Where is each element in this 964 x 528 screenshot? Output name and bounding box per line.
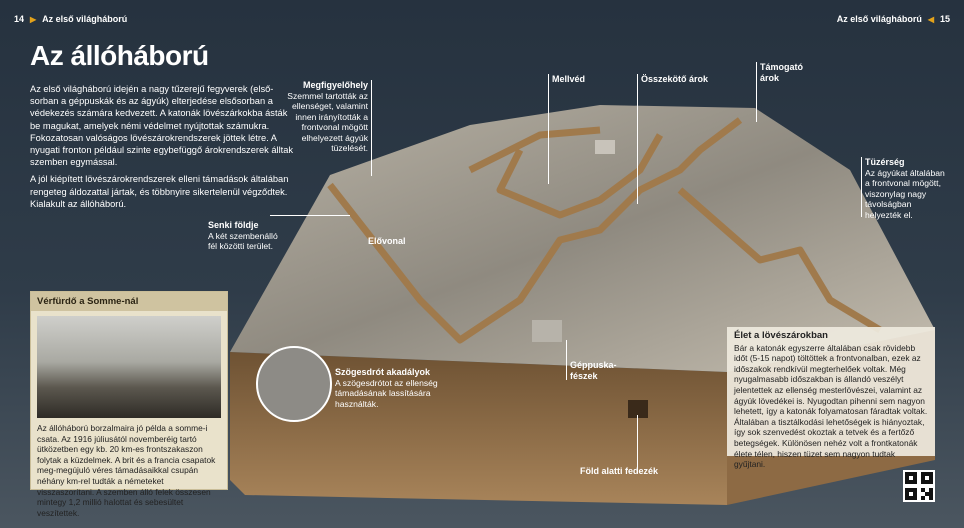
- communication-trench: [496, 133, 664, 219]
- label-title: Összekötő árok: [641, 74, 709, 84]
- chapter-title-left: Az első világháború: [42, 14, 128, 24]
- label-title: Szögesdrót akadályok: [335, 367, 431, 377]
- page-header-left: 14 ▶ Az első világháború: [14, 14, 127, 24]
- qr-code-icon: [905, 472, 933, 500]
- label-geppuska: Géppuska-fészek: [570, 360, 620, 381]
- label-title: Tüzérség: [865, 157, 905, 167]
- triangle-left-icon: ◀: [927, 14, 934, 24]
- label-szogesdrot: Szögesdrót akadályok A szögesdrótot az e…: [335, 367, 455, 409]
- label-fedezek: Föld alatti fedezék: [580, 466, 658, 477]
- label-senki-foldje: Senki földje A két szembenálló fél közöt…: [208, 220, 283, 252]
- support-trench: [677, 187, 882, 334]
- somme-photo: [37, 316, 221, 418]
- underground-bunker: [628, 400, 648, 418]
- label-text: A két szembenálló fél közötti terület.: [208, 230, 278, 252]
- label-osszekoto: Összekötő árok: [641, 74, 708, 85]
- label-title: Elővonal: [368, 236, 406, 246]
- trench-life-box: Élet a lövészárokban Bár a katonák egysz…: [727, 327, 935, 469]
- machine-gun-nest: [532, 320, 562, 342]
- somme-box: Vérfürdő a Somme-nál Az állóháború borza…: [30, 291, 228, 518]
- trench-life-text: Bár a katonák egyszerre általában csak r…: [734, 342, 928, 470]
- label-megfigyelohely: Megfigyelőhely Szemmel tartották az elle…: [285, 80, 368, 154]
- front-trench: [327, 117, 743, 344]
- label-tuzerseg: Tüzérség Az ágyúkat általában a frontvon…: [865, 157, 945, 220]
- label-tamogato: Támogató árok: [760, 62, 805, 83]
- soil-front: [230, 352, 727, 505]
- label-mellved: Mellvéd: [552, 74, 585, 85]
- label-text: Az ágyúkat általában a frontvonal mögött…: [865, 167, 945, 220]
- rear-trench: [468, 126, 601, 174]
- label-title: Megfigyelőhely: [302, 80, 368, 90]
- terrain-top: [230, 105, 935, 372]
- label-title: Senki földje: [208, 220, 259, 230]
- page-title: Az állóháború: [30, 40, 209, 71]
- barbed-wire-photo: [256, 346, 332, 422]
- page-number-left: 14: [14, 14, 25, 24]
- intro-paragraph: A jól kiépített lövészárokrendszerek ell…: [30, 174, 289, 209]
- label-title: Támogató árok: [760, 62, 804, 83]
- label-text: A szögesdrótot az ellenség támadásának l…: [335, 377, 438, 409]
- label-elovonal: Elővonal: [368, 236, 406, 247]
- somme-title: Vérfürdő a Somme-nál: [31, 292, 227, 311]
- intro-text: Az első világháború idején a nagy tűzere…: [30, 83, 300, 215]
- label-title: Géppuska-fészek: [570, 360, 617, 381]
- trench-life-title: Élet a lövészárokban: [734, 330, 828, 341]
- page-header-right: Az első világháború ◀ 15: [837, 14, 950, 24]
- page-number-right: 15: [939, 14, 950, 24]
- somme-text: Az állóháború borzalmaira jó példa a som…: [37, 423, 216, 518]
- trench-lines: [327, 117, 882, 344]
- chapter-title-right: Az első világháború: [836, 14, 922, 24]
- label-text: Szemmel tartották az ellenséget, valamin…: [287, 90, 368, 154]
- qr-code[interactable]: [903, 470, 935, 502]
- observation-post: [595, 140, 615, 154]
- triangle-right-icon: ▶: [30, 14, 37, 24]
- label-title: Mellvéd: [552, 74, 586, 84]
- label-title: Föld alatti fedezék: [580, 466, 659, 476]
- intro-paragraph: Az első világháború idején a nagy tűzere…: [30, 84, 294, 168]
